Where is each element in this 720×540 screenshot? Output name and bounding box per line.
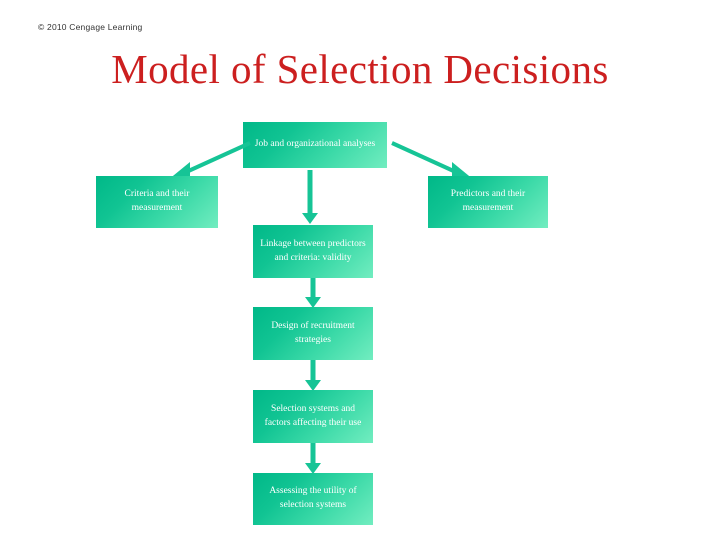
flow-box-label: Assessing the utility of selection syste…	[269, 486, 357, 510]
page-title: Model of Selection Decisions	[111, 46, 609, 92]
flow-box-label: Linkage between predictors and criteria:…	[260, 238, 366, 263]
flow-box-label: Design of recruitment strategies	[271, 320, 355, 345]
connector-linkage-to-recruitment-icon	[299, 278, 327, 308]
flow-box-label: Criteria and their measurement	[124, 189, 190, 213]
flow-box-predictors[interactable]: Predictors and their measurement	[428, 176, 548, 228]
flow-box-recruitment[interactable]: Design of recruitment strategies	[253, 307, 373, 360]
connector-job-to-linkage-icon	[296, 170, 324, 224]
flow-box-job-analyses[interactable]: Job and organizational analyses	[243, 122, 387, 168]
connector-recruitment-to-selection-icon	[299, 360, 327, 391]
connector-job-to-predictors-icon	[390, 140, 482, 186]
copyright-notice: © 2010 Cengage Learning	[38, 22, 143, 32]
flow-box-utility[interactable]: Assessing the utility of selection syste…	[253, 473, 373, 525]
connector-selection-to-utility-icon	[299, 443, 327, 474]
flow-box-label: Predictors and their measurement	[450, 189, 526, 213]
flow-box-label: Selection systems and factors affecting …	[264, 403, 362, 428]
connector-job-to-criteria-icon	[160, 140, 252, 186]
flow-box-criteria[interactable]: Criteria and their measurement	[96, 176, 218, 228]
flow-box-selection-systems[interactable]: Selection systems and factors affecting …	[253, 390, 373, 443]
flow-box-linkage[interactable]: Linkage between predictors and criteria:…	[253, 225, 373, 278]
flow-box-label: Job and organizational analyses	[254, 139, 376, 150]
